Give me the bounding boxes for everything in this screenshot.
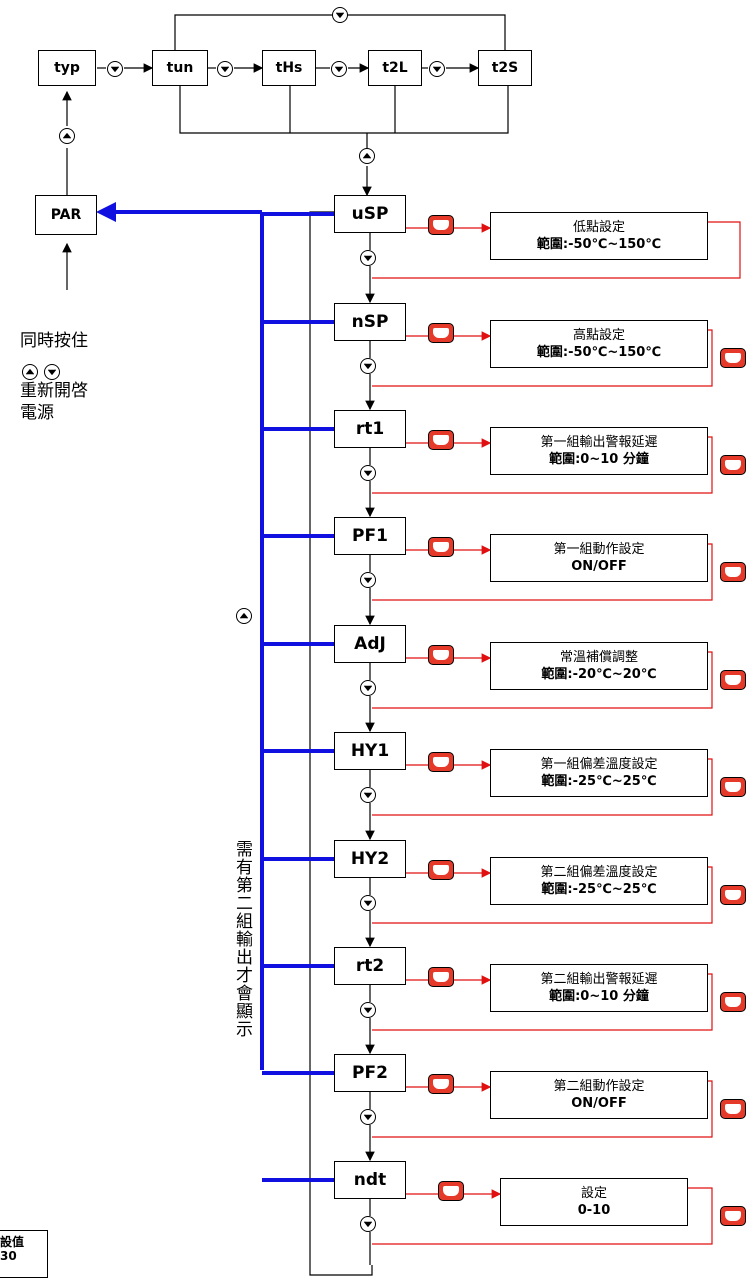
setting-box-pf2: 第二組動作設定 ON/OFF — [490, 1071, 708, 1119]
down-button-icon[interactable] — [217, 61, 233, 77]
set-button-icon[interactable] — [720, 348, 746, 368]
setting-title: 設定 — [580, 1186, 607, 1201]
set-button-icon[interactable] — [720, 562, 746, 582]
up-button-icon[interactable] — [59, 128, 75, 144]
setting-range: 0-10 — [577, 1203, 611, 1218]
down-button-icon[interactable] — [360, 1216, 376, 1232]
setting-title: 第一組動作設定 — [553, 542, 645, 557]
down-button-icon[interactable] — [360, 895, 376, 911]
setting-title: 第二組動作設定 — [553, 1079, 645, 1094]
up-button-icon[interactable] — [236, 608, 252, 624]
set-button-icon[interactable] — [428, 645, 454, 665]
setting-box-adj: 常溫補償調整範圍:-20℃~20℃ — [490, 642, 708, 690]
param-box-t2s: t2S — [478, 50, 532, 86]
set-button-icon[interactable] — [720, 992, 746, 1012]
note-line-1: 同時按住 — [20, 331, 88, 351]
menu-code-rt1: rt1 — [334, 410, 406, 448]
setting-title: 常溫補償調整 — [559, 650, 638, 665]
down-button-icon[interactable] — [360, 1109, 376, 1125]
up-button-icon[interactable] — [22, 364, 38, 380]
setting-box-rt2: 第二組輸出警報延遲範圍:0~10 分鐘 — [490, 964, 708, 1012]
setting-box-rt1: 第一組輸出警報延遲範圍:0~10 分鐘 — [490, 427, 708, 475]
setting-range: 範圍:0~10 分鐘 — [549, 452, 649, 467]
menu-code-ndt: ndt — [334, 1161, 406, 1199]
setting-box-hy1: 第一組偏差溫度設定範圍:-25℃~25℃ — [490, 749, 708, 797]
restart-note: 同時按住 重新開啓 電源 — [20, 330, 88, 424]
set-button-icon[interactable] — [428, 537, 454, 557]
setting-box-pf1: 第一組動作設定 ON/OFF — [490, 534, 708, 582]
menu-code-hy1: HY1 — [334, 732, 406, 770]
down-button-icon[interactable] — [360, 680, 376, 696]
set-button-icon[interactable] — [428, 323, 454, 343]
down-button-icon[interactable] — [331, 61, 347, 77]
setting-title: 第二組偏差溫度設定 — [540, 865, 658, 880]
menu-code-pf1: PF1 — [334, 517, 406, 555]
setting-range: ON/OFF — [571, 559, 627, 574]
second-output-note: 需有第二組輸出才會顯示 — [232, 840, 252, 1038]
menu-code-nsp: nSP — [334, 303, 406, 341]
down-button-icon[interactable] — [360, 250, 376, 266]
corner-note: 設值 30 — [0, 1230, 48, 1278]
menu-code-usp: uSP — [334, 195, 406, 233]
set-button-icon[interactable] — [428, 215, 454, 235]
setting-range: 範圍:-50℃~150℃ — [536, 345, 662, 360]
menu-code-hy2: HY2 — [334, 840, 406, 878]
param-box-tun: tun — [152, 50, 208, 86]
setting-box-usp: 低點設定範圍:-50℃~150℃ — [490, 212, 708, 260]
setting-range: 範圍:-25℃~25℃ — [541, 882, 657, 897]
setting-box-ndt: 設定 0-10 — [500, 1178, 688, 1226]
param-box-ths: tHs — [262, 50, 316, 86]
par-box: PAR — [35, 195, 97, 235]
setting-box-hy2: 第二組偏差溫度設定範圍:-25℃~25℃ — [490, 857, 708, 905]
setting-range: 範圍:-20℃~20℃ — [541, 667, 657, 682]
setting-title: 第一組輸出警報延遲 — [540, 435, 658, 450]
down-button-icon[interactable] — [360, 787, 376, 803]
down-button-icon[interactable] — [360, 1002, 376, 1018]
set-button-icon[interactable] — [720, 777, 746, 797]
down-button-icon[interactable] — [429, 61, 445, 77]
menu-code-adj: AdJ — [334, 625, 406, 663]
setting-range: 範圍:-25℃~25℃ — [541, 774, 657, 789]
setting-title: 第一組偏差溫度設定 — [540, 757, 658, 772]
setting-range: 範圍:0~10 分鐘 — [549, 989, 649, 1004]
set-button-icon[interactable] — [720, 1206, 746, 1226]
set-button-icon[interactable] — [428, 430, 454, 450]
set-button-icon[interactable] — [428, 967, 454, 987]
setting-title: 第二組輸出警報延遲 — [540, 972, 658, 987]
setting-box-nsp: 高點設定範圍:-50℃~150℃ — [490, 320, 708, 368]
down-button-icon[interactable] — [360, 358, 376, 374]
set-button-icon[interactable] — [428, 752, 454, 772]
corner-note-line-1: 設值 — [0, 1235, 25, 1249]
menu-code-rt2: rt2 — [334, 947, 406, 985]
setting-title: 低點設定 — [572, 220, 625, 235]
set-button-icon[interactable] — [720, 455, 746, 475]
note-line-3: 電源 — [20, 403, 54, 423]
setting-range: ON/OFF — [571, 1096, 627, 1111]
set-button-icon[interactable] — [720, 1099, 746, 1119]
param-box-t2l: t2L — [368, 50, 422, 86]
down-button-icon[interactable] — [107, 61, 123, 77]
corner-note-line-2: 30 — [0, 1249, 17, 1263]
setting-range: 範圍:-50℃~150℃ — [536, 237, 662, 252]
set-button-icon[interactable] — [428, 1074, 454, 1094]
set-button-icon[interactable] — [720, 670, 746, 690]
note-line-2: 重新開啓 — [20, 381, 88, 401]
up-button-icon[interactable] — [359, 148, 375, 164]
down-button-icon[interactable] — [44, 364, 60, 380]
down-button-icon[interactable] — [332, 7, 348, 23]
param-box-typ: typ — [38, 50, 96, 86]
down-button-icon[interactable] — [360, 572, 376, 588]
down-button-icon[interactable] — [360, 465, 376, 481]
setting-title: 高點設定 — [572, 328, 625, 343]
menu-code-pf2: PF2 — [334, 1054, 406, 1092]
set-button-icon[interactable] — [428, 860, 454, 880]
set-button-icon[interactable] — [720, 885, 746, 905]
set-button-icon[interactable] — [438, 1181, 464, 1201]
